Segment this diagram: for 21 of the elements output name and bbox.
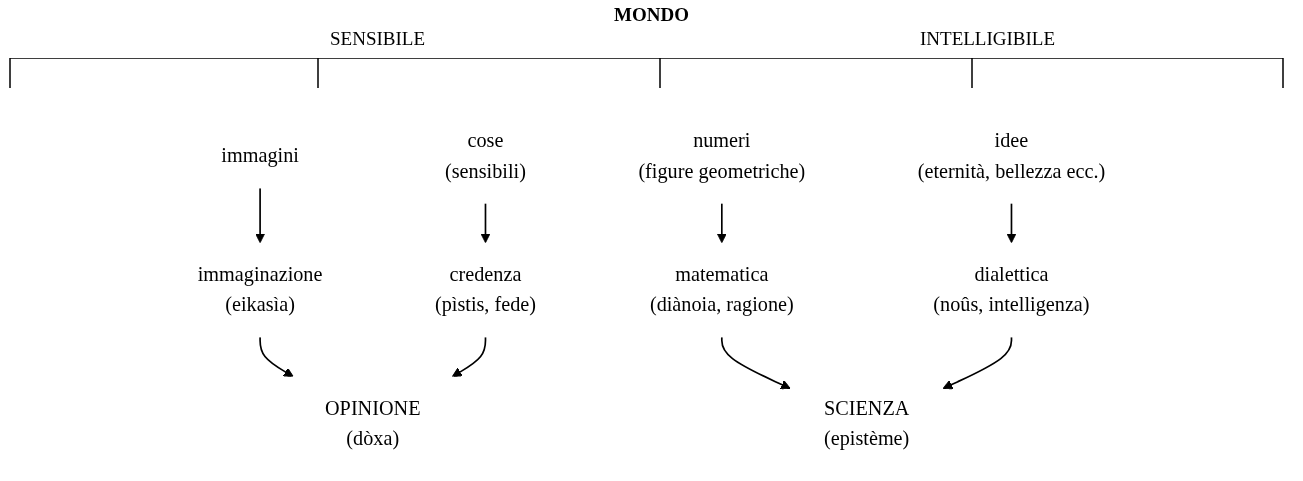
arrow	[451, 336, 487, 377]
node-text: numeri (figure geometriche)	[638, 129, 806, 183]
arrow	[942, 336, 1013, 390]
title: MONDO	[613, 4, 690, 26]
node-text: immagini	[221, 144, 299, 167]
node-text: dialettica (noûs, intelligenza)	[933, 263, 1090, 316]
node-text: immaginazione (eikasìa)	[197, 263, 323, 316]
arrow	[259, 336, 294, 377]
arrow	[255, 187, 266, 244]
arrow	[720, 336, 791, 390]
section-heading: SENSIBILE	[330, 28, 425, 50]
arrow	[1006, 202, 1017, 244]
node-text: SCIENZA (epistème)	[823, 396, 910, 450]
node-text: OPINIONE (dòxa)	[325, 396, 421, 450]
node-text: credenza (pìstis, fede)	[434, 263, 537, 316]
node-text: cose (sensibili)	[445, 129, 526, 183]
arrow	[480, 202, 491, 244]
node-text: matematica (diànoia, ragione)	[649, 263, 794, 316]
section-heading: INTELLIGIBILE	[920, 28, 1056, 50]
arrow	[716, 202, 727, 244]
node-text: idee (eternità, bellezza ecc.)	[917, 129, 1106, 183]
